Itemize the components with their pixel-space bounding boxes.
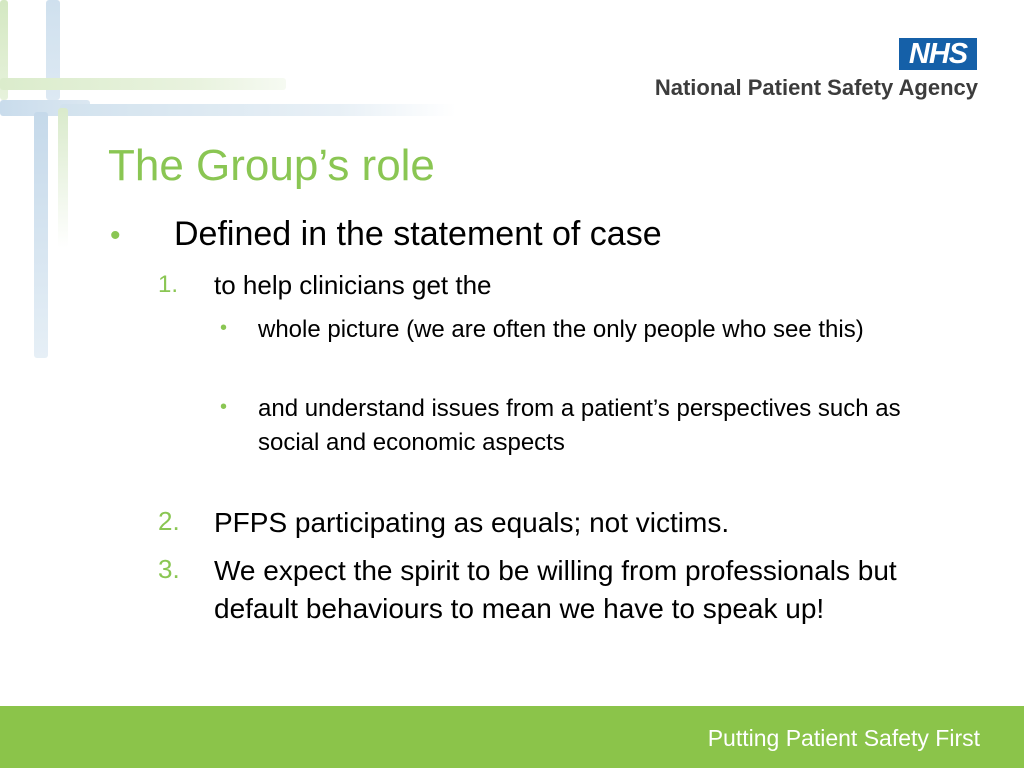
decorative-bar — [34, 112, 48, 358]
item-text: We expect the spirit to be willing from … — [214, 555, 897, 624]
sub-bullet-marker: • — [220, 396, 228, 418]
sub-bullet-marker: • — [220, 317, 228, 339]
sub-bullet-text: whole picture (we are often the only peo… — [258, 316, 864, 343]
footer-tagline: Putting Patient Safety First — [707, 725, 980, 751]
item-text: to help clinicians get the — [214, 270, 492, 300]
decorative-bar — [0, 0, 8, 100]
decorative-bar — [60, 104, 456, 116]
agency-name: National Patient Safety Agency — [654, 75, 978, 100]
decorative-bar — [46, 0, 60, 100]
slide-title: The Group’s role — [108, 141, 435, 190]
decorative-bar — [58, 108, 68, 248]
sub-bullet-text: and understand issues from a patient’s p… — [258, 395, 901, 456]
item-number: 1. — [158, 271, 179, 298]
bullet-marker: • — [110, 219, 121, 252]
decorative-bar — [0, 78, 286, 90]
nhs-logo: NHS — [899, 38, 977, 70]
footer-bar: Putting Patient Safety First — [0, 706, 1024, 768]
item-number: 3. — [158, 554, 180, 584]
item-text: PFPS participating as equals; not victim… — [214, 507, 730, 538]
bullet-text: Defined in the statement of case — [174, 215, 662, 253]
item-number: 2. — [158, 506, 180, 536]
